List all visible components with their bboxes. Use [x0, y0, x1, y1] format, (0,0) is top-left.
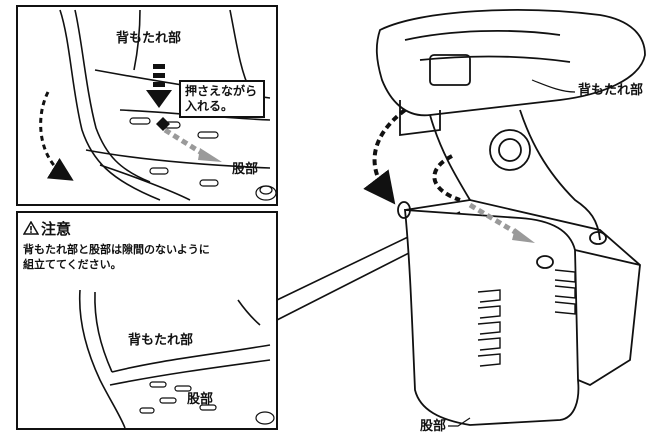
main-assembly	[375, 9, 646, 426]
caution-body: 背もたれ部と股部は隙間のないように 組立ててください。	[23, 242, 210, 272]
seat-label-caution: 股部	[187, 392, 214, 407]
caution-title: 注意	[41, 220, 72, 238]
backrest-label-main: 背もたれ部	[578, 83, 644, 98]
seat-label-top: 股部	[232, 162, 259, 177]
callout-line-2: 入れる。	[185, 99, 234, 113]
caution-heading: 注意	[23, 218, 71, 239]
caution-notice: 注意 背もたれ部と股部は隙間のないように 組立ててください。	[17, 212, 277, 272]
seat-label-main: 股部	[420, 419, 447, 434]
caution-line-2: 組立ててください。	[23, 258, 122, 271]
backrest-label-top: 背もたれ部	[116, 31, 182, 46]
warning-triangle-icon	[23, 221, 39, 235]
instruction-callout: 押さえながら 入れる。	[179, 80, 265, 118]
caution-line-1: 背もたれ部と股部は隙間のないように	[23, 243, 210, 256]
callout-line-1: 押さえながら	[185, 84, 258, 98]
backrest-label-caution: 背もたれ部	[128, 333, 194, 348]
caution-panel	[16, 211, 471, 430]
